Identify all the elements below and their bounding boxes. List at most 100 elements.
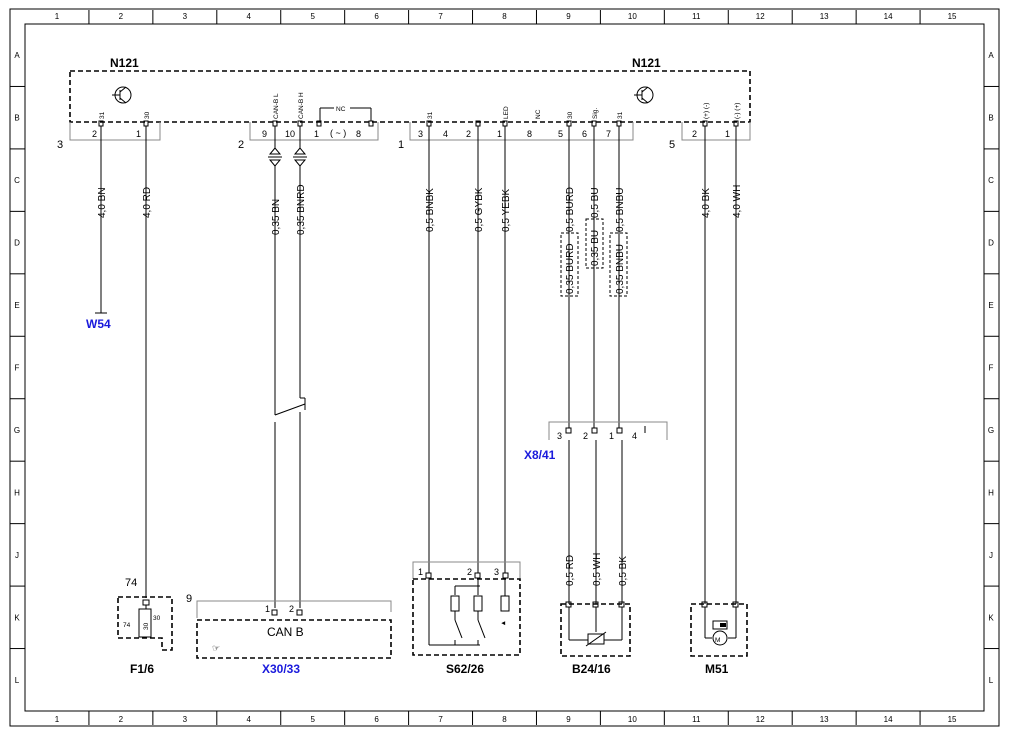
switch-s6226: 1 2 3 ◄	[412, 561, 521, 656]
wire-label-box	[585, 218, 604, 269]
grid-row-label: J	[989, 551, 993, 560]
grid-col-label: 12	[756, 715, 765, 724]
svg-text:LED: LED	[503, 106, 510, 119]
svg-text:NC: NC	[535, 109, 542, 119]
grid-col-label: 1	[55, 12, 60, 21]
svg-text:30: 30	[567, 111, 574, 119]
grid-col-label: 5	[310, 12, 315, 21]
svg-text:CAN-B L: CAN-B L	[273, 93, 280, 119]
grid-row-label: A	[14, 51, 20, 60]
grid-row-label: L	[15, 676, 20, 685]
svg-text:0,5 BNBK: 0,5 BNBK	[425, 188, 436, 232]
motor-m51: M	[690, 601, 748, 657]
grid-col-label: 7	[438, 715, 443, 724]
svg-text:74: 74	[123, 622, 131, 629]
grid-col-label: 10	[628, 715, 637, 724]
grid-col-label: 8	[502, 12, 507, 21]
grid-col-label: 8	[502, 715, 507, 724]
svg-text:8: 8	[356, 129, 361, 139]
svg-text:2: 2	[583, 431, 588, 441]
svg-text:2: 2	[238, 139, 244, 151]
svg-text:NC: NC	[336, 106, 346, 113]
svg-text:7: 7	[606, 129, 611, 139]
grid-col-label: 6	[374, 12, 379, 21]
svg-text:3: 3	[418, 129, 423, 139]
n121-label-left: N121	[110, 56, 139, 70]
svg-text:0,35 BN: 0,35 BN	[271, 199, 282, 235]
svg-text:3: 3	[557, 431, 562, 441]
n121-label-right: N121	[632, 56, 661, 70]
svg-text:31: 31	[617, 111, 624, 119]
grid-row-label: E	[988, 301, 993, 310]
x3033-label[interactable]: X30/33	[262, 662, 300, 676]
connector-5: 5 2 1 (+) (-) (-) (+)	[669, 103, 751, 151]
svg-text:2: 2	[92, 129, 97, 139]
x841-connector: 3 2 1 4	[548, 421, 668, 441]
b2416-label[interactable]: B24/16	[572, 662, 611, 676]
svg-text:3: 3	[57, 139, 63, 151]
motor-icon	[712, 630, 728, 646]
svg-text:5: 5	[558, 129, 563, 139]
svg-text:0,5 GYBK: 0,5 GYBK	[474, 187, 485, 232]
transistor-icon	[634, 86, 654, 104]
svg-text:3: 3	[494, 567, 499, 577]
grid-col-label: 5	[310, 715, 315, 724]
grid-row-label: K	[14, 613, 20, 622]
svg-text:2: 2	[466, 129, 471, 139]
grid-col-label: 11	[692, 12, 701, 21]
m51-label[interactable]: M51	[705, 662, 729, 676]
svg-text:(-) (+): (-) (+)	[734, 103, 741, 119]
grid-col-label: 14	[884, 715, 893, 724]
svg-text:10: 10	[285, 129, 295, 139]
grid-col-label: 15	[948, 715, 957, 724]
svg-text:CAN-B H: CAN-B H	[298, 92, 305, 119]
grid-row-label: G	[988, 426, 994, 435]
grid-row-label: J	[15, 551, 19, 560]
svg-text:0,35 BURD: 0,35 BURD	[565, 243, 576, 294]
svg-text:0,5 BK: 0,5 BK	[618, 556, 629, 586]
svg-text:0,5 BNBU: 0,5 BNBU	[615, 188, 626, 232]
grid-col-label: 14	[884, 12, 893, 21]
svg-text:0,5 BURD: 0,5 BURD	[565, 187, 576, 232]
grid-row-label: H	[14, 488, 20, 497]
grid-row-label: D	[988, 239, 994, 248]
grid-row-label: F	[989, 364, 994, 373]
svg-text:74: 74	[125, 577, 137, 589]
n121-module-box	[69, 70, 751, 123]
grid-row-label: F	[15, 364, 20, 373]
can-b-connector: 9 1 2 CAN B ☞	[186, 593, 392, 659]
grid-row-label: H	[988, 488, 994, 497]
svg-text:0,5 BU: 0,5 BU	[590, 187, 601, 218]
svg-text:9: 9	[186, 593, 192, 605]
grid-row-label: B	[988, 114, 993, 123]
grid-col-label: 3	[183, 715, 188, 724]
svg-text:0,5 WH: 0,5 WH	[592, 553, 603, 586]
svg-text:31: 31	[427, 111, 434, 119]
svg-text:Sig.: Sig.	[592, 108, 599, 119]
grid-col-label: 2	[119, 12, 124, 21]
s6226-label[interactable]: S62/26	[446, 662, 484, 676]
grid-row-label: K	[988, 613, 994, 622]
f16-label[interactable]: F1/6	[130, 662, 154, 676]
svg-text:30: 30	[144, 111, 151, 119]
wire-lines	[95, 126, 737, 608]
svg-text:0,35 BU: 0,35 BU	[590, 230, 601, 266]
svg-text:0,35 BNRD: 0,35 BNRD	[296, 184, 307, 235]
grid-col-label: 9	[566, 12, 571, 21]
twisted-pair-icon	[268, 147, 307, 167]
grid-col-label: 1	[55, 715, 60, 724]
grid-col-label: 11	[692, 715, 701, 724]
svg-text:M: M	[715, 637, 720, 644]
grid-col-label: 6	[374, 715, 379, 724]
w54-label[interactable]: W54	[86, 317, 111, 331]
svg-text:30: 30	[153, 615, 161, 622]
grid-col-label: 12	[756, 12, 765, 21]
grid-col-label: 4	[247, 12, 252, 21]
svg-text:31: 31	[99, 111, 106, 119]
svg-text:6: 6	[582, 129, 587, 139]
connector-2: 2 9 10 1 8 CAN-B L CAN-B H NC ( ~ )	[238, 92, 379, 151]
svg-text:2: 2	[692, 129, 697, 139]
grid-row-label: D	[14, 239, 20, 248]
connector-3: 3 2 1 31 30	[57, 111, 161, 151]
x841-label[interactable]: X8/41	[524, 448, 556, 462]
